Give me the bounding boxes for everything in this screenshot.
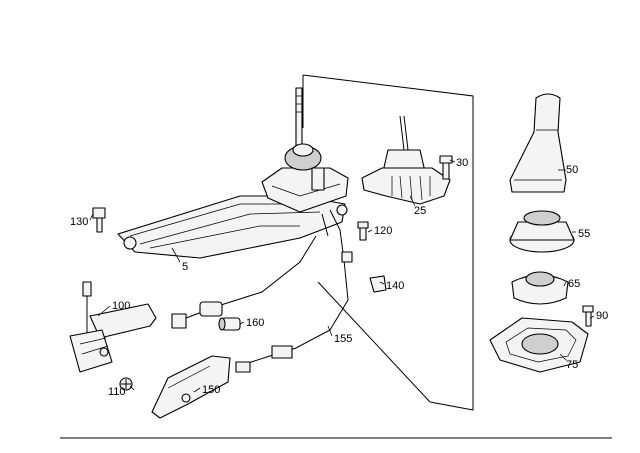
clip-part-140[interactable] [369,275,387,293]
bushing-part[interactable] [218,317,241,331]
bezel-part[interactable] [511,271,569,305]
screw-part-110[interactable] [119,377,133,391]
label-130: 130 [70,216,88,228]
cover-part[interactable] [151,355,231,419]
gear-lever-assembly-part[interactable] [361,115,451,205]
shifter-housing-part[interactable] [117,87,349,259]
bolt-part-120[interactable] [357,221,369,241]
leader-lines [89,159,595,393]
label-155: 155 [334,333,352,345]
label-50: 50 [566,164,578,176]
label-65: 65 [568,278,580,290]
bracket-part[interactable] [69,281,157,373]
label-140: 140 [386,280,404,292]
inset-frame [302,74,474,411]
label-90: 90 [596,310,608,322]
mounting-frame-part[interactable] [489,317,589,373]
callout-labels: 5 25 30 50 55 65 75 90 100 110 120 130 1… [70,157,608,398]
label-110: 110 [108,386,126,398]
label-160: 160 [246,317,264,329]
pin-part[interactable] [92,207,106,233]
bolt-part-30[interactable] [439,155,453,180]
label-150: 150 [202,384,220,396]
label-120: 120 [374,225,392,237]
bolt-part-90[interactable] [582,305,594,327]
label-100: 100 [112,300,130,312]
label-25: 25 [414,205,426,217]
boot-collar-part[interactable] [509,210,575,253]
label-30: 30 [456,157,468,169]
shift-cable-part[interactable] [171,229,353,373]
label-55: 55 [578,228,590,240]
label-5: 5 [182,261,188,273]
shift-knob-boot-part[interactable] [509,93,567,193]
label-75: 75 [566,359,578,371]
